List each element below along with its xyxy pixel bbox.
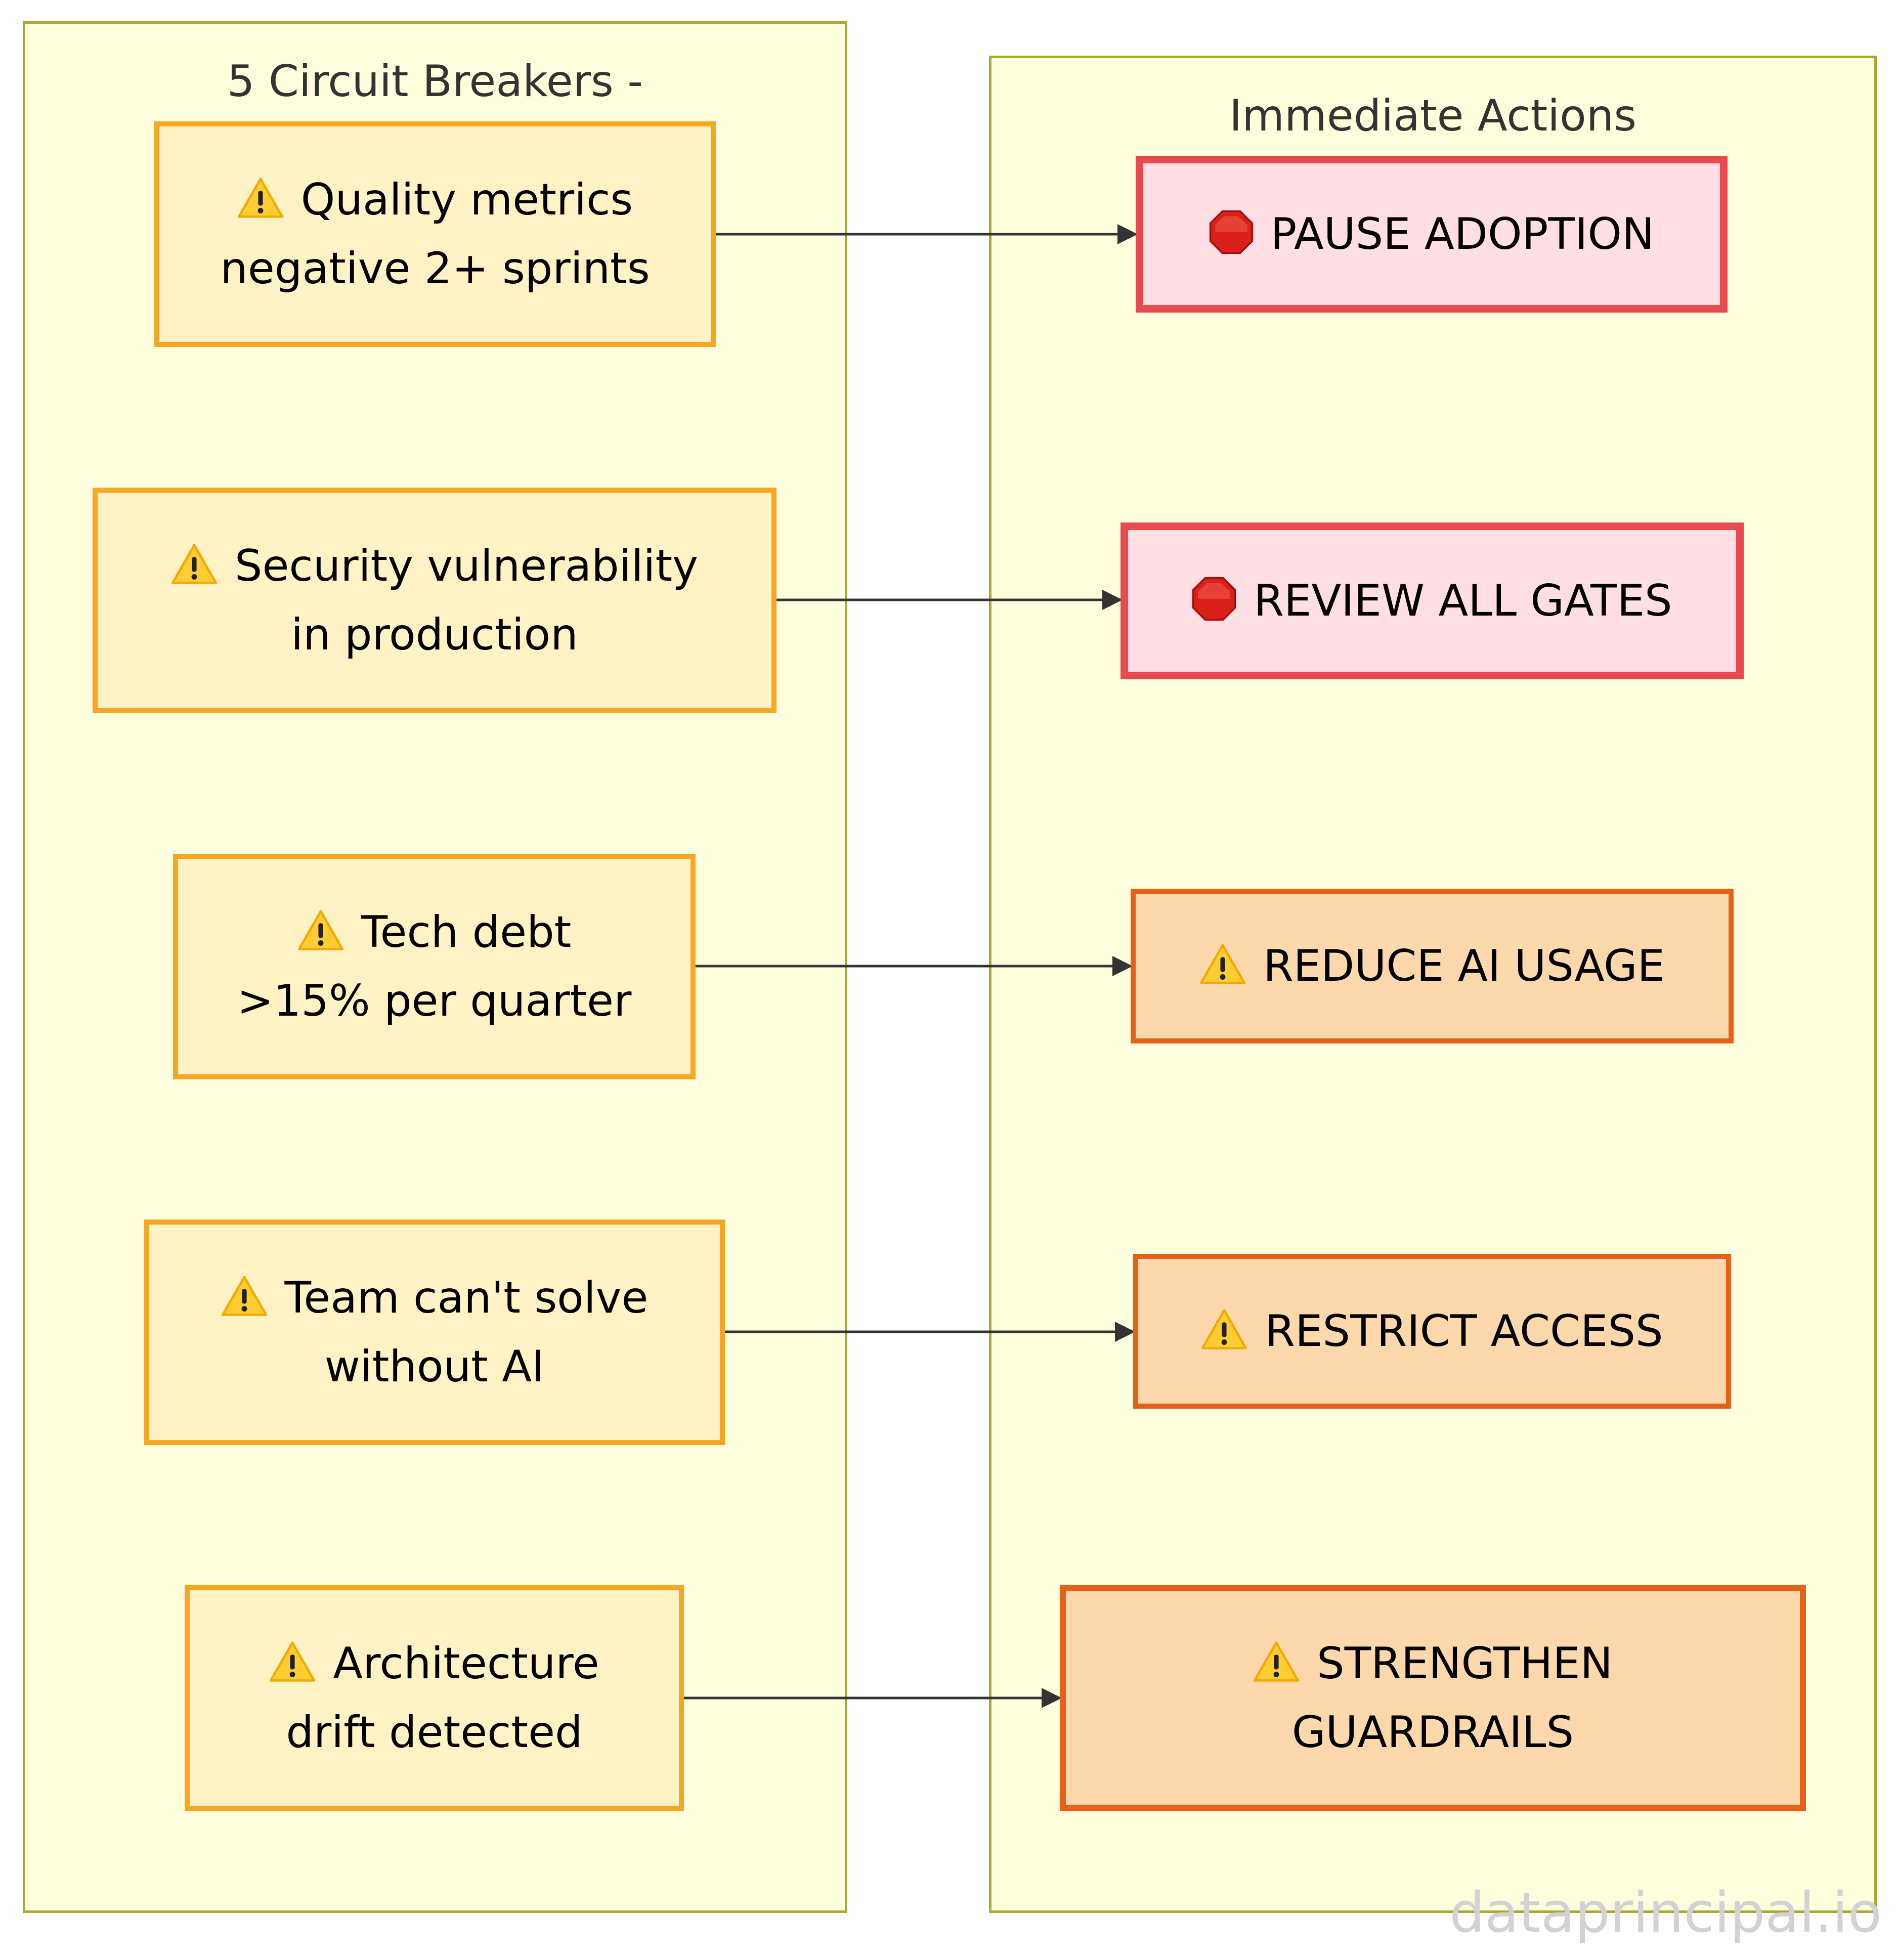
cluster-title-circuit-breakers: 5 Circuit Breakers - — [25, 49, 845, 114]
breaker-label-line-1: Security vulnerability — [234, 541, 699, 591]
action-label-line-1: STRENGTHEN — [1317, 1638, 1613, 1689]
action-label-line-2: GUARDRAILS — [1291, 1707, 1574, 1758]
breaker-node-architecture: Architecture drift detected — [185, 1585, 684, 1811]
action-node-strengthen-guardrails: STRENGTHEN GUARDRAILS — [1060, 1585, 1806, 1811]
breaker-label-line-1: Team can't solve — [284, 1273, 649, 1323]
watermark: dataprincipal.io — [1449, 1880, 1882, 1945]
action-label: REDUCE AI USAGE — [1263, 941, 1665, 991]
breaker-label-line-2: without AI — [324, 1341, 545, 1392]
breaker-label-line-2: drift detected — [286, 1707, 583, 1758]
breaker-label-line-2: in production — [291, 609, 578, 660]
action-label: REVIEW ALL GATES — [1254, 576, 1672, 626]
warning-icon — [297, 909, 344, 951]
breaker-node-quality: Quality metrics negative 2+ sprints — [154, 121, 716, 347]
stop-sign-icon — [1192, 577, 1236, 621]
action-node-restrict-access: RESTRICT ACCESS — [1133, 1254, 1731, 1409]
cluster-title-line-1: 5 Circuit Breakers - — [227, 56, 643, 107]
warning-icon — [237, 177, 284, 219]
breaker-node-team: Team can't solve without AI — [144, 1219, 725, 1445]
warning-icon — [171, 543, 218, 585]
stop-sign-icon — [1209, 210, 1254, 254]
action-label: RESTRICT ACCESS — [1265, 1306, 1663, 1357]
warning-icon — [1199, 943, 1246, 985]
warning-icon — [221, 1275, 268, 1317]
breaker-node-security: Security vulnerability in production — [93, 488, 777, 713]
action-label: PAUSE ADOPTION — [1270, 209, 1655, 259]
breaker-label-line-1: Tech debt — [361, 907, 572, 957]
action-node-reduce-ai-usage: REDUCE AI USAGE — [1131, 889, 1734, 1043]
cluster-title-immediate-actions: Immediate Actions — [1229, 91, 1637, 141]
breaker-node-tech-debt: Tech debt >15% per quarter — [173, 854, 696, 1079]
breaker-label-line-2: negative 2+ sprints — [220, 243, 650, 294]
warning-icon — [1201, 1309, 1247, 1350]
breaker-label-line-1: Quality metrics — [300, 175, 633, 225]
action-node-review-all-gates: REVIEW ALL GATES — [1120, 522, 1744, 679]
breaker-label-line-2: >15% per quarter — [237, 976, 632, 1026]
action-node-pause-adoption: PAUSE ADOPTION — [1136, 156, 1728, 313]
warning-icon — [269, 1641, 316, 1682]
breaker-label-line-1: Architecture — [333, 1638, 599, 1689]
warning-icon — [1253, 1641, 1300, 1682]
